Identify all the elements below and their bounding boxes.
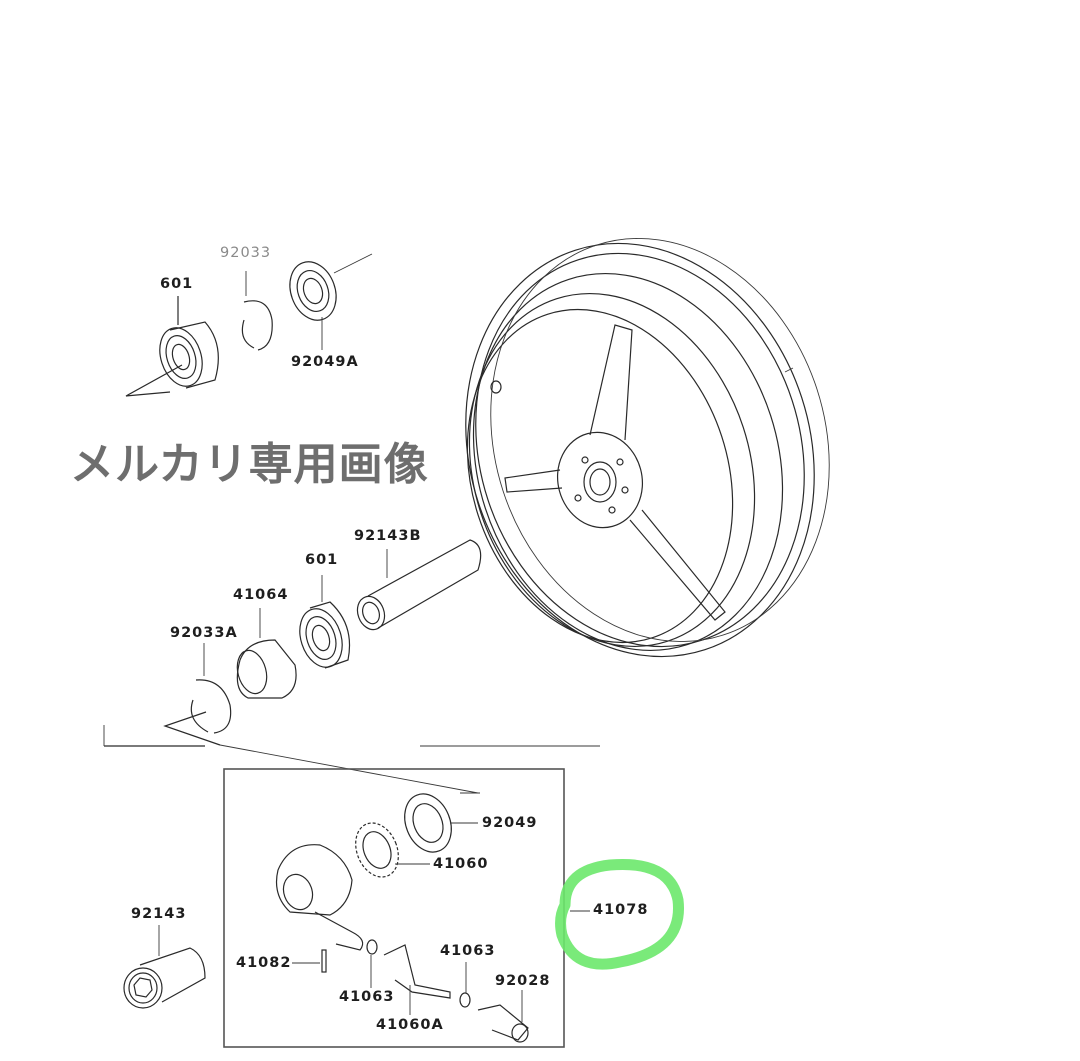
part-label-41063-right: 41063 (440, 943, 496, 959)
part-label-41064: 41064 (233, 587, 289, 603)
gear-housing-41064-drawing (236, 608, 297, 699)
part-label-92049A: 92049A (291, 354, 359, 370)
circlip-92033A-drawing (163, 643, 232, 746)
pinion-41060A-drawing (383, 944, 451, 1015)
washer-41063-right-drawing (459, 962, 471, 1008)
part-label-601-top: 601 (160, 276, 194, 292)
part-label-92033: 92033 (220, 245, 272, 261)
part-label-92049: 92049 (482, 815, 538, 831)
part-label-92033A: 92033A (170, 625, 238, 641)
leader-lines (103, 725, 600, 794)
part-label-92143: 92143 (131, 906, 187, 922)
highlight-circle (555, 858, 685, 970)
circlip-92033-drawing (241, 271, 273, 351)
speedometer-gear-group-frame (223, 768, 565, 1048)
watermark-text: メルカリ専用画像 (70, 439, 429, 490)
part-label-601-mid: 601 (305, 552, 339, 568)
drive-gear-41060-drawing (355, 822, 430, 878)
part-label-41060: 41060 (433, 856, 489, 872)
collar-92143B-drawing (356, 539, 482, 631)
part-label-41082: 41082 (236, 955, 292, 971)
bushing-92028-drawing (477, 990, 529, 1043)
pin-41082-drawing (292, 949, 327, 973)
wheel-rim-drawing (465, 238, 830, 658)
part-label-41078: 41078 (593, 902, 649, 918)
part-label-92143B: 92143B (354, 528, 422, 544)
seal-92049A-drawing (289, 253, 373, 350)
part-label-41060A: 41060A (376, 1017, 444, 1033)
part-label-41063-left: 41063 (339, 989, 395, 1005)
gear-housing-41078-drawing (275, 844, 364, 951)
part-label-92028: 92028 (495, 973, 551, 989)
bearing-601-top-drawing (125, 296, 219, 397)
collar-92143-drawing (123, 925, 206, 1009)
seal-92049-drawing (404, 793, 478, 853)
bearing-601-mid-drawing (299, 575, 351, 669)
washer-41063-left-drawing (366, 939, 378, 988)
